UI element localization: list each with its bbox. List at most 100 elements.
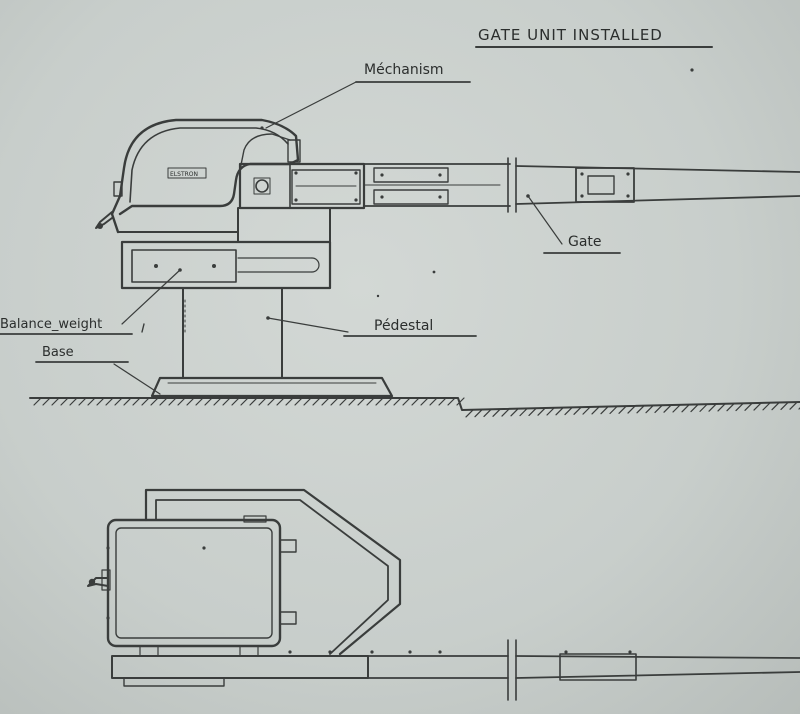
ground-hatch-mark: [204, 397, 213, 406]
ground-hatch-mark: [384, 397, 393, 406]
ground-hatch-mark: [276, 397, 285, 406]
ground-hatch-mark: [492, 408, 501, 417]
title-text: GATE UNIT INSTALLED: [478, 26, 663, 44]
ground-hatch-mark: [708, 403, 717, 412]
ground-hatch-mark: [474, 409, 483, 418]
ground-hatch-mark: [537, 407, 546, 416]
base-label: Base: [42, 345, 74, 360]
ground-hatch-mark: [168, 397, 177, 406]
ground-hatch-mark: [249, 397, 258, 406]
gate-clamp: [238, 162, 366, 210]
ground-hatch-mark: [87, 397, 96, 406]
label-base: Base: [35, 345, 161, 395]
ground-hatch-mark: [762, 402, 771, 411]
ground-hatch-mark: [258, 397, 267, 406]
ground-hatch-mark: [618, 405, 627, 414]
ground-hatch-mark: [69, 397, 78, 406]
ground-hatch-mark: [744, 402, 753, 411]
ground-hatch-mark: [141, 397, 150, 406]
ground-hatch-mark: [690, 403, 699, 413]
ground-hatch-mark: [186, 397, 195, 406]
ground-hatch-mark: [699, 403, 708, 412]
ground-hatch-mark: [636, 405, 645, 414]
ground-hatch-mark: [753, 402, 762, 411]
ground-hatch-mark: [222, 397, 231, 406]
ground-hatch-mark: [609, 405, 618, 415]
ground-hatch-mark: [654, 404, 663, 414]
ground-hatch-mark: [573, 406, 582, 415]
ground-hatch-mark: [78, 397, 87, 406]
mechanism-lower-block: [237, 207, 331, 243]
ground-hatch-mark: [483, 408, 492, 418]
ground-hatch-mark: [231, 397, 240, 406]
label-mechanism: Méchanism: [265, 62, 471, 129]
mechanism-hood: ELSTRON: [95, 118, 301, 234]
ground-hatch-mark: [564, 406, 573, 416]
ground-hatch-mark: [366, 397, 375, 406]
ground-hatch-mark: [717, 403, 726, 412]
label-gate: Gate: [526, 194, 621, 254]
ground-hatch-mark: [546, 407, 555, 416]
plan-view: [87, 488, 800, 701]
guard-frame: [144, 488, 402, 656]
ground-hatch-mark: [357, 397, 366, 406]
ground-hatch-mark: [240, 397, 249, 406]
ground-hatch-mark: [789, 401, 798, 410]
ground-hatch-mark: [285, 397, 294, 406]
ground-hatch-mark: [123, 397, 132, 406]
ground-hatch-mark: [51, 397, 60, 406]
ground-hatch-mark: [681, 404, 690, 413]
ground-hatch-mark: [438, 397, 447, 406]
ground-hatch-mark: [312, 397, 321, 406]
ground-hatch-mark: [60, 397, 69, 406]
gate-label: Gate: [568, 234, 602, 250]
ground-hatch-mark: [348, 397, 357, 406]
gate-arm: [363, 157, 800, 213]
ground-hatch-mark: [501, 408, 510, 417]
ground-hatch-mark: [393, 397, 402, 406]
ground-hatch-mark: [42, 397, 51, 406]
ground-hatch-mark: [177, 397, 186, 406]
ground-hatch-mark: [96, 397, 105, 406]
ground-hatch-mark: [132, 397, 141, 406]
ground-hatch-mark: [105, 397, 114, 406]
pedestal-column: [182, 287, 283, 379]
nameplate-text: ELSTRON: [170, 171, 198, 178]
pedestal-label: Pédestal: [374, 318, 433, 334]
ground-hatch-mark: [456, 397, 465, 406]
ground-hatch-mark: [159, 397, 168, 406]
ground-hatch-mark: [663, 404, 672, 413]
ground-hatch-mark: [465, 409, 474, 418]
ground-hatch-mark: [735, 402, 744, 412]
ground-hatch-mark: [321, 397, 330, 406]
ground-hatch-mark: [420, 397, 429, 406]
balance-weight-housing: [120, 240, 332, 290]
ground-hatch-mark: [33, 397, 42, 406]
ground-hatch-mark: [339, 397, 348, 406]
ground-hatch-mark: [447, 397, 456, 406]
ground-hatch-mark: [195, 397, 204, 406]
ground-hatch-mark: [519, 408, 528, 417]
ground-hatch-mark: [645, 405, 654, 414]
ground-hatch-mark: [780, 401, 789, 411]
ground-hatch-mark: [213, 397, 222, 406]
cabinet: [106, 518, 282, 648]
ground-hatch-mark: [114, 397, 123, 406]
base-plate: [150, 376, 394, 398]
ground-hatch-mark: [555, 407, 564, 416]
ground-hatch-mark: [771, 402, 780, 411]
ground-hatch-mark: [330, 397, 339, 406]
ground-hatch-mark: [303, 397, 312, 406]
ground-hatch-mark: [510, 408, 519, 417]
ground-hatch-mark: [726, 403, 735, 412]
ground-hatch-mark: [150, 397, 159, 406]
ground-hatch-mark: [429, 397, 438, 406]
ground-hatch-mark: [375, 397, 384, 406]
ink-dot: [690, 68, 694, 72]
ground-hatch-mark: [402, 397, 411, 406]
ground-hatch-mark: [528, 407, 537, 417]
ground-hatch-mark: [627, 405, 636, 414]
elevation-view: ELSTRON: [95, 118, 800, 398]
